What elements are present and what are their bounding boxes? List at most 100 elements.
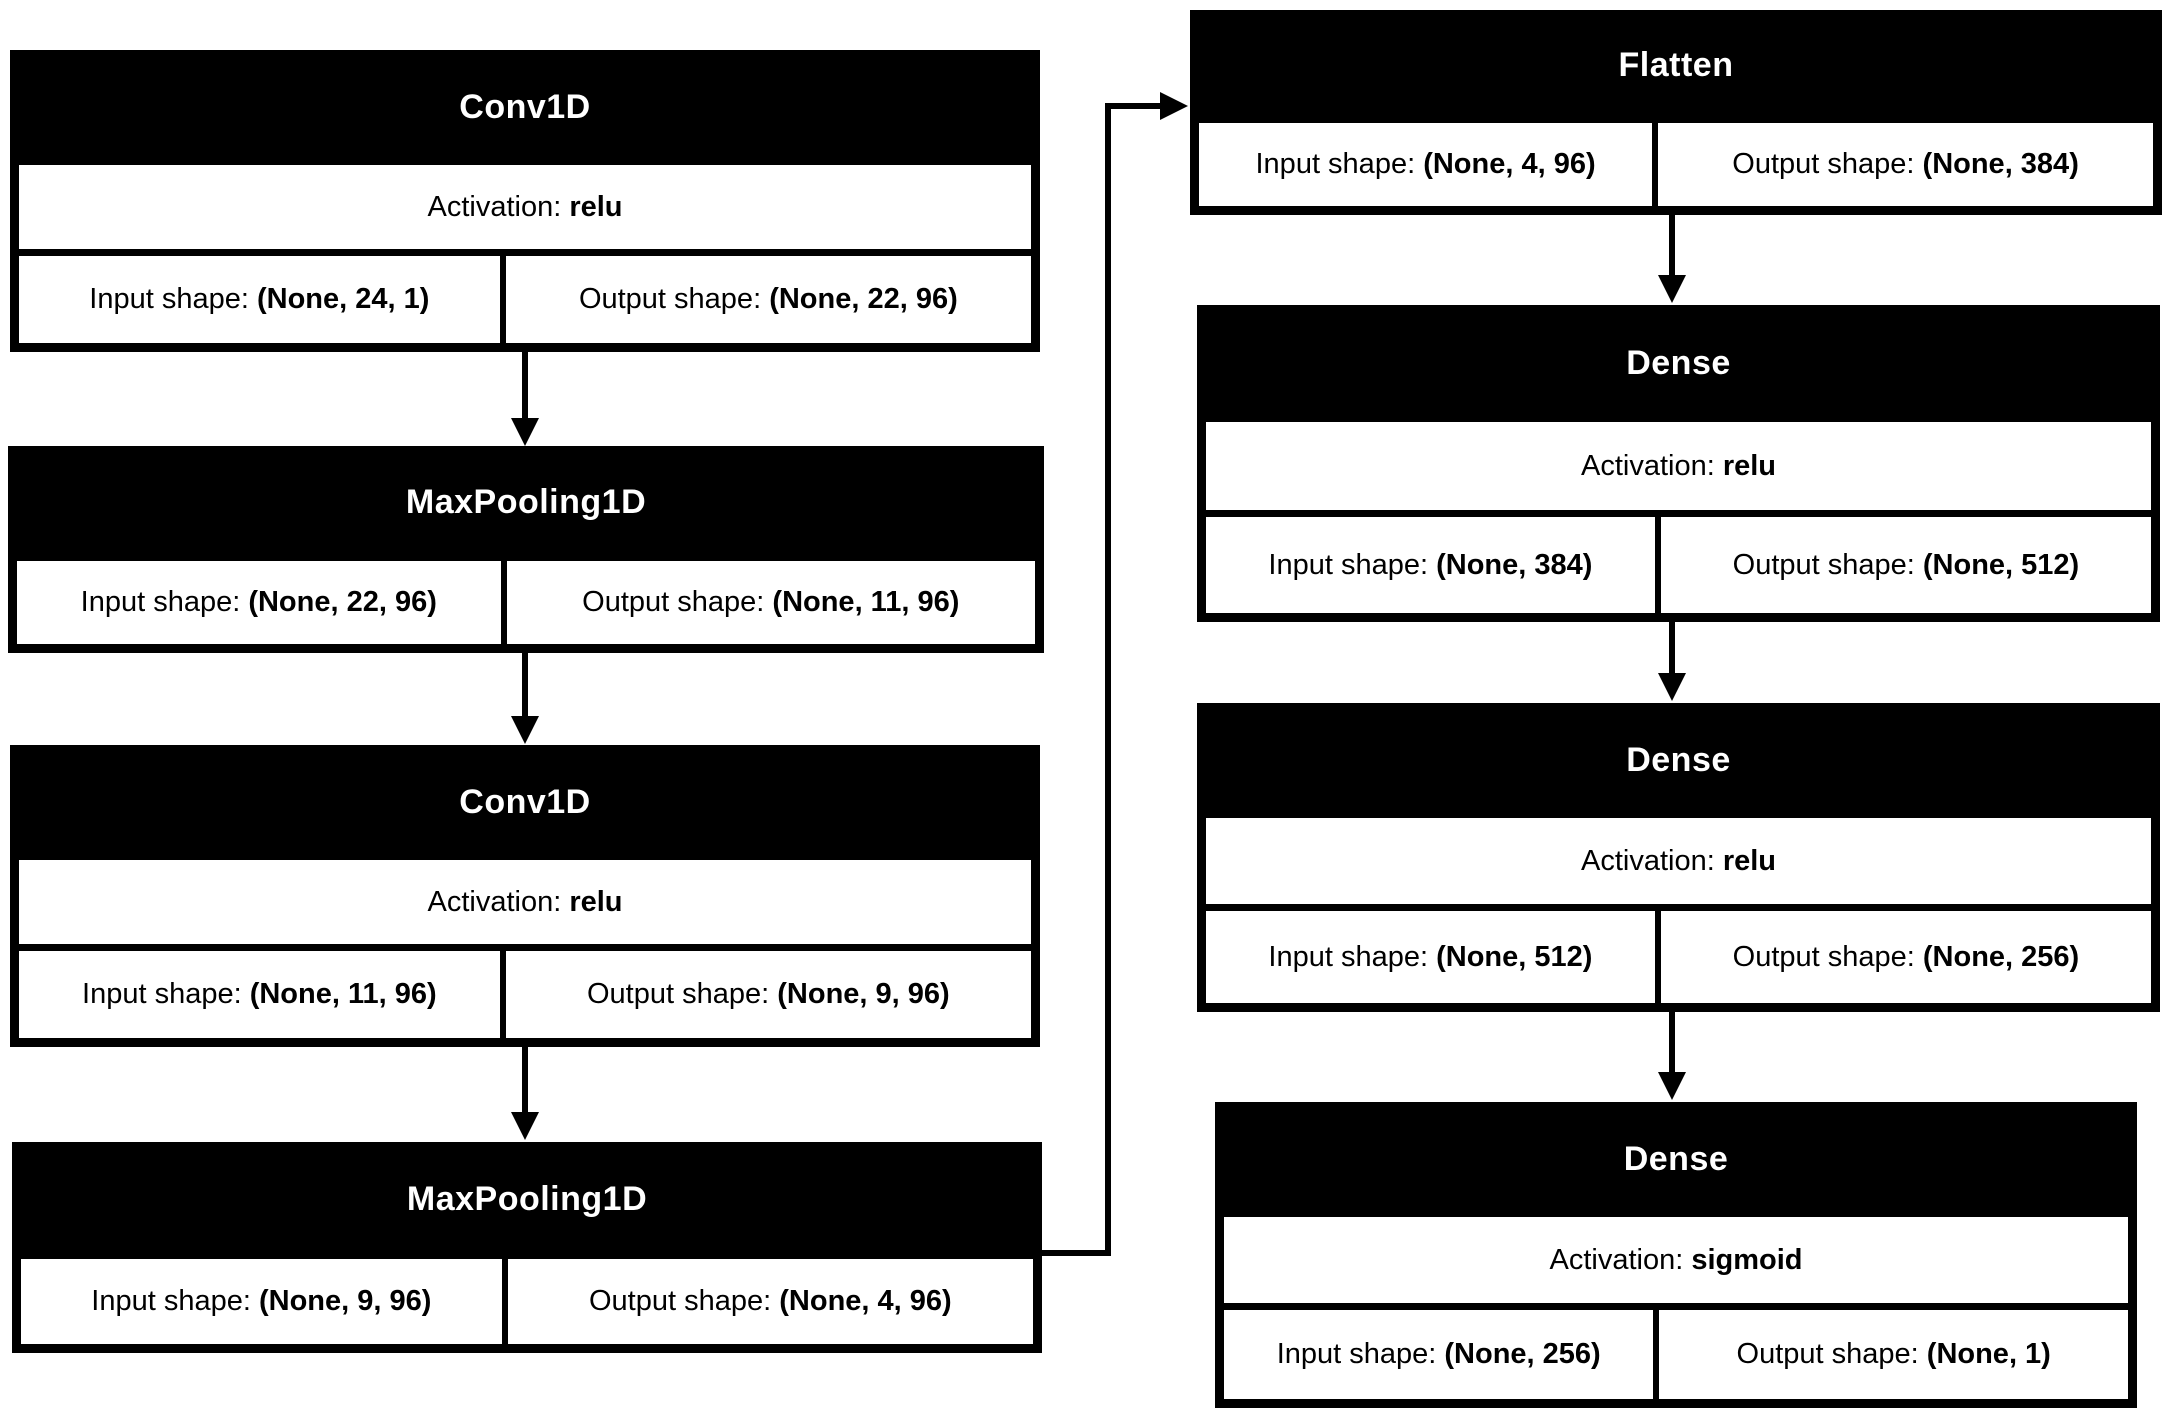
output-shape-cell: Output shape: (None, 11, 96) — [506, 561, 1035, 644]
input-shape-cell: Input shape: (None, 512) — [1206, 911, 1655, 1003]
layer-box-dense-3: Dense Activation: sigmoid Input shape: (… — [1215, 1102, 2137, 1408]
input-shape-value: (None, 9, 96) — [258, 1285, 432, 1317]
input-shape-value: (None, 384) — [1436, 548, 1593, 581]
input-shape-cell: Input shape: (None, 9, 96) — [21, 1259, 502, 1344]
activation-row: Activation: relu — [1206, 818, 2151, 904]
layer-title-text: Dense — [1626, 740, 1731, 779]
output-shape-label: Output shape: — [1732, 148, 1923, 180]
arrow-conv1d2-to-maxpooling2 — [511, 1047, 539, 1140]
output-shape-label: Output shape: — [582, 586, 773, 618]
layer-box-dense-1: Dense Activation: relu Input shape: (Non… — [1197, 305, 2160, 622]
input-shape-value: (None, 24, 1) — [256, 283, 430, 315]
input-shape-value: (None, 4, 96) — [1423, 148, 1596, 180]
io-row: Input shape: (None, 4, 96) Output shape:… — [1199, 123, 2153, 206]
activation-label: Activation: — [1580, 449, 1723, 482]
layer-title-text: Conv1D — [459, 87, 591, 126]
output-shape-label: Output shape: — [587, 978, 778, 1010]
arrow-dense2-to-dense3 — [1658, 1012, 1686, 1100]
input-shape-cell: Input shape: (None, 22, 96) — [17, 561, 501, 644]
layer-box-maxpooling1d-2: MaxPooling1D Input shape: (None, 9, 96) … — [12, 1142, 1042, 1353]
layer-title-text: Dense — [1626, 343, 1731, 382]
layer-title: Conv1D — [14, 749, 1036, 855]
input-shape-cell: Input shape: (None, 11, 96) — [19, 951, 500, 1038]
input-shape-cell: Input shape: (None, 256) — [1224, 1310, 1654, 1399]
input-shape-label: Input shape: — [1255, 148, 1424, 180]
activation-label: Activation: — [1549, 1243, 1692, 1276]
activation-value: relu — [569, 885, 623, 918]
input-shape-label: Input shape: — [80, 586, 249, 618]
arrow-dense1-to-dense2 — [1658, 622, 1686, 701]
activation-value: relu — [569, 190, 623, 223]
input-shape-label: Input shape: — [89, 283, 257, 315]
activation-row: Activation: relu — [19, 165, 1031, 249]
output-shape-label: Output shape: — [589, 1285, 780, 1317]
input-shape-cell: Input shape: (None, 4, 96) — [1199, 123, 1653, 206]
output-shape-label: Output shape: — [1732, 548, 1923, 581]
layer-box-flatten: Flatten Input shape: (None, 4, 96) Outpu… — [1190, 10, 2162, 215]
layer-title: MaxPooling1D — [12, 450, 1040, 554]
io-row: Input shape: (None, 384) Output shape: (… — [1206, 517, 2151, 613]
arrow-conv1d1-to-maxpooling1 — [511, 352, 539, 446]
input-shape-cell: Input shape: (None, 384) — [1206, 517, 1655, 613]
output-shape-value: (None, 9, 96) — [777, 978, 950, 1010]
output-shape-cell: Output shape: (None, 4, 96) — [507, 1259, 1033, 1344]
input-shape-label: Input shape: — [1276, 1338, 1445, 1370]
input-shape-label: Input shape: — [1268, 548, 1437, 581]
io-row: Input shape: (None, 11, 96) Output shape… — [19, 951, 1031, 1038]
io-row: Input shape: (None, 512) Output shape: (… — [1206, 911, 2151, 1003]
activation-row: Activation: sigmoid — [1224, 1217, 2128, 1303]
output-shape-value: (None, 256) — [1922, 940, 2080, 973]
layer-title-text: MaxPooling1D — [405, 482, 647, 521]
activation-label: Activation: — [1580, 844, 1723, 877]
output-shape-value: (None, 384) — [1922, 148, 2079, 180]
output-shape-cell: Output shape: (None, 256) — [1660, 911, 2151, 1003]
activation-row: Activation: relu — [1206, 422, 2151, 510]
input-shape-cell: Input shape: (None, 24, 1) — [19, 256, 500, 343]
activation-label: Activation: — [427, 885, 570, 918]
layer-title: Dense — [1201, 707, 2156, 813]
arrow-maxpooling1-to-conv1d2 — [511, 653, 539, 744]
layer-title: Dense — [1219, 1106, 2133, 1212]
layer-box-dense-2: Dense Activation: relu Input shape: (Non… — [1197, 703, 2160, 1012]
output-shape-cell: Output shape: (None, 9, 96) — [505, 951, 1031, 1038]
io-row: Input shape: (None, 256) Output shape: (… — [1224, 1310, 2128, 1399]
input-shape-label: Input shape: — [91, 1285, 259, 1317]
output-shape-cell: Output shape: (None, 512) — [1660, 517, 2151, 613]
io-row: Input shape: (None, 9, 96) Output shape:… — [21, 1259, 1033, 1344]
output-shape-value: (None, 4, 96) — [779, 1285, 952, 1317]
input-shape-value: (None, 512) — [1436, 940, 1593, 973]
activation-value: relu — [1722, 844, 1777, 877]
layer-title: Dense — [1201, 309, 2156, 417]
output-shape-label: Output shape: — [1732, 940, 1923, 973]
activation-value: sigmoid — [1691, 1243, 1803, 1276]
output-shape-cell: Output shape: (None, 384) — [1658, 123, 2153, 206]
output-shape-cell: Output shape: (None, 22, 96) — [505, 256, 1031, 343]
output-shape-value: (None, 22, 96) — [769, 283, 958, 315]
activation-label: Activation: — [427, 190, 570, 223]
layer-box-maxpooling1d-1: MaxPooling1D Input shape: (None, 22, 96)… — [8, 446, 1044, 653]
activation-row: Activation: relu — [19, 860, 1031, 944]
output-shape-label: Output shape: — [578, 283, 770, 315]
input-shape-label: Input shape: — [1268, 940, 1437, 973]
layer-box-conv1d-2: Conv1D Activation: relu Input shape: (No… — [10, 745, 1040, 1047]
layer-title-text: Flatten — [1618, 45, 1734, 84]
connector-maxpooling2-to-flatten — [1042, 92, 1188, 1256]
layer-title: MaxPooling1D — [16, 1146, 1038, 1252]
input-shape-value: (None, 22, 96) — [248, 586, 437, 618]
output-shape-label: Output shape: — [1736, 1338, 1927, 1370]
io-row: Input shape: (None, 24, 1) Output shape:… — [19, 256, 1031, 343]
output-shape-value: (None, 512) — [1922, 548, 2080, 581]
io-row: Input shape: (None, 22, 96) Output shape… — [17, 561, 1035, 644]
output-shape-value: (None, 11, 96) — [772, 586, 960, 618]
layer-title: Flatten — [1194, 14, 2158, 116]
activation-value: relu — [1722, 449, 1777, 482]
layer-title-text: MaxPooling1D — [406, 1179, 648, 1218]
layer-title-text: Dense — [1623, 1139, 1729, 1178]
input-shape-value: (None, 11, 96) — [249, 978, 437, 1010]
output-shape-cell: Output shape: (None, 1) — [1659, 1310, 2128, 1399]
layer-title: Conv1D — [14, 54, 1036, 160]
input-shape-value: (None, 256) — [1444, 1338, 1601, 1370]
input-shape-label: Input shape: — [82, 978, 250, 1010]
layer-box-conv1d-1: Conv1D Activation: relu Input shape: (No… — [10, 50, 1040, 352]
